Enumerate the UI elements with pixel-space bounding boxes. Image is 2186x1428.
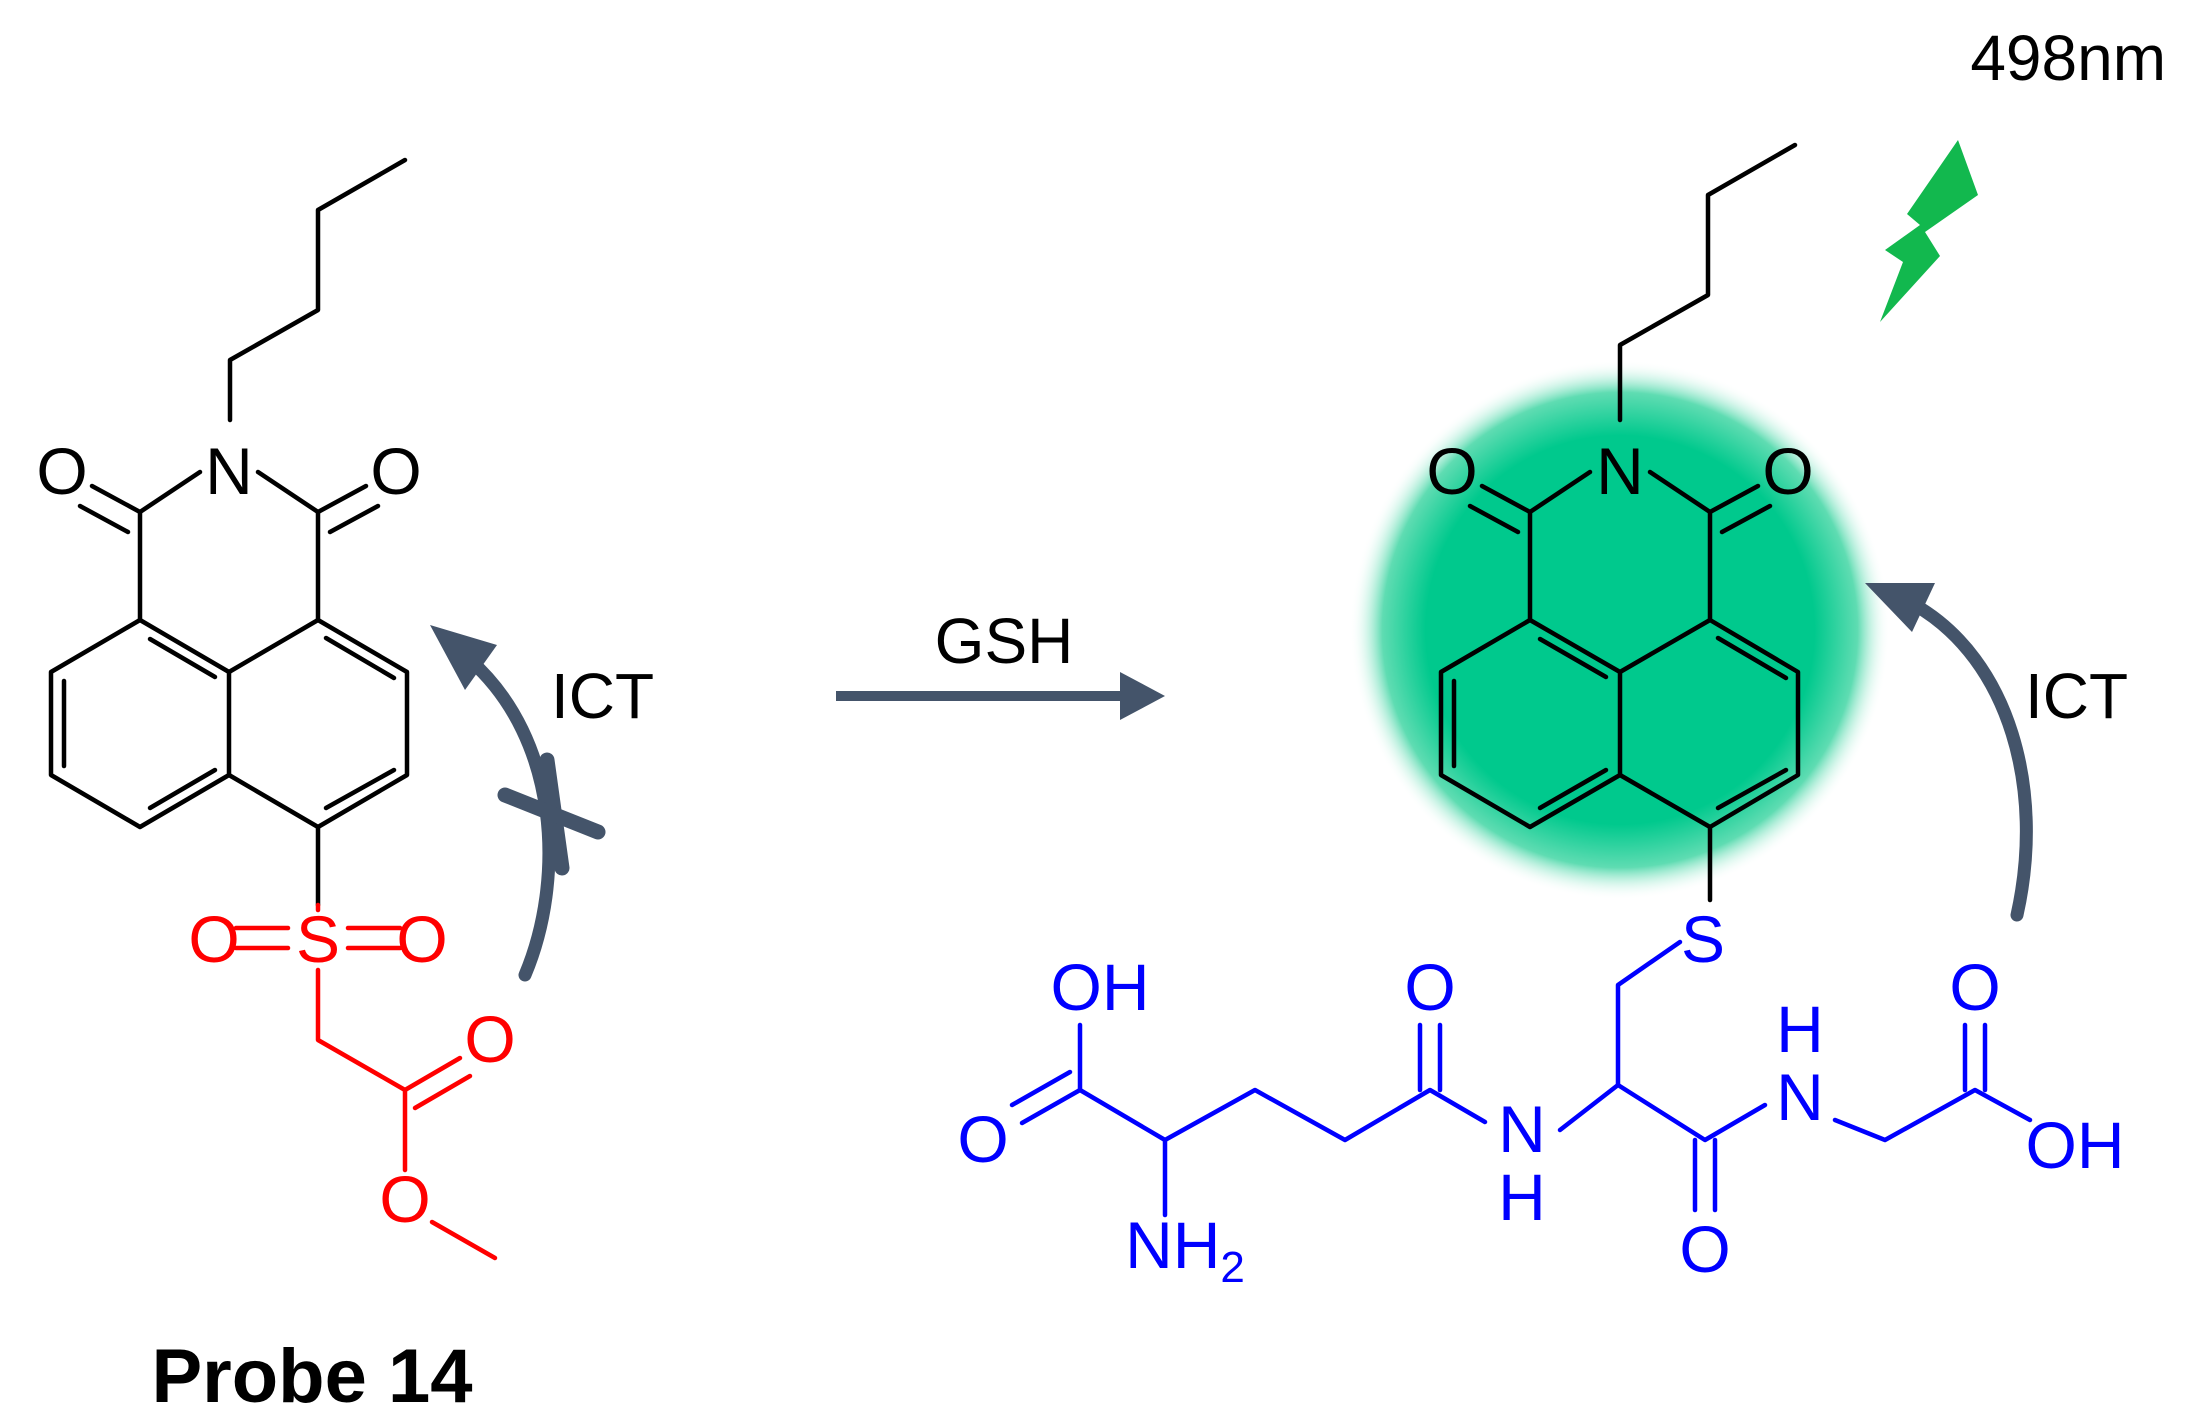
- bond: [137, 469, 203, 515]
- atom-o: O: [379, 1162, 430, 1236]
- bond: [327, 503, 381, 535]
- bond: [402, 1055, 463, 1093]
- atom-s: S: [1681, 902, 1725, 976]
- naphthalene-ring-right: [1617, 617, 1801, 830]
- bond: [412, 1073, 473, 1111]
- bond: [1467, 503, 1521, 535]
- bond: [1019, 1087, 1083, 1126]
- atom-oh: OH: [2026, 1108, 2125, 1182]
- bond: [1707, 483, 1761, 515]
- atom-s: S: [296, 902, 340, 976]
- bond: [255, 469, 321, 515]
- sulfonyl-acetate-group: [233, 902, 498, 1261]
- peptide-backbone: [1077, 1087, 1488, 1143]
- ict-label-right: ICT: [2025, 660, 2128, 732]
- emission-wavelength: 498nm: [1970, 22, 2166, 94]
- atom-o: O: [957, 1102, 1008, 1176]
- atom-o: O: [188, 902, 239, 976]
- bond: [323, 767, 397, 811]
- atom-o: O: [1949, 950, 2000, 1024]
- naphthalene-ring-left: [48, 617, 232, 830]
- ict-label-left: ICT: [551, 660, 654, 732]
- bond: [1527, 469, 1593, 515]
- atom-o: O: [396, 902, 447, 976]
- bond: [1537, 767, 1609, 811]
- butyl-chain: [227, 157, 408, 423]
- bond: [1537, 636, 1609, 680]
- bond: [1719, 503, 1773, 535]
- bond: [429, 1219, 498, 1261]
- probe-name: Probe 14: [151, 1334, 472, 1419]
- atom-oh: OH: [1051, 950, 1150, 1024]
- probe-14-structure: [48, 157, 410, 908]
- naphthalimide-core-product: [1438, 142, 1801, 903]
- naphthalene-ring-right: [226, 617, 410, 830]
- cysteine-side-chain: [1615, 939, 1683, 1088]
- atom-n: N: [1596, 434, 1644, 508]
- bond: [1009, 1069, 1073, 1108]
- curved-arrow-icon: [1865, 583, 2033, 922]
- right-arrow-icon: [836, 672, 1165, 720]
- fluorescence-glow: [1350, 360, 1890, 900]
- bond: [147, 636, 218, 680]
- atom-o: O: [1762, 434, 1813, 508]
- atom-o: O: [1404, 950, 1455, 1024]
- bond: [77, 503, 131, 535]
- atom-n: N: [1498, 1092, 1546, 1166]
- atom-h: H: [1498, 1160, 1546, 1234]
- atom-o: O: [1426, 434, 1477, 508]
- glutathione-moiety: [1009, 939, 2033, 1218]
- bond: [1715, 635, 1789, 681]
- peptide-backbone: [1557, 1082, 1768, 1143]
- atom-o: O: [36, 434, 87, 508]
- bond: [1715, 767, 1789, 811]
- bond: [1479, 483, 1533, 515]
- bond: [89, 483, 143, 515]
- peptide-backbone: [1832, 1087, 2033, 1143]
- bond: [1647, 469, 1713, 515]
- atom-nh2: NH2: [1125, 1208, 1245, 1292]
- reagent-label: GSH: [935, 605, 1074, 677]
- bond: [147, 767, 218, 811]
- atom-n: N: [1776, 1060, 1824, 1134]
- curved-arrow-with-cross-icon: [430, 625, 606, 982]
- atom-o: O: [1679, 1212, 1730, 1286]
- bond: [315, 483, 369, 515]
- lightning-bolt-icon: [1880, 140, 1978, 322]
- atom-o: O: [464, 1002, 515, 1076]
- atom-h: H: [1776, 992, 1824, 1066]
- atom-o: O: [370, 434, 421, 508]
- bond: [323, 635, 397, 681]
- ester-chain: [315, 967, 408, 1173]
- atom-n: N: [205, 434, 253, 508]
- butyl-chain: [1617, 142, 1798, 423]
